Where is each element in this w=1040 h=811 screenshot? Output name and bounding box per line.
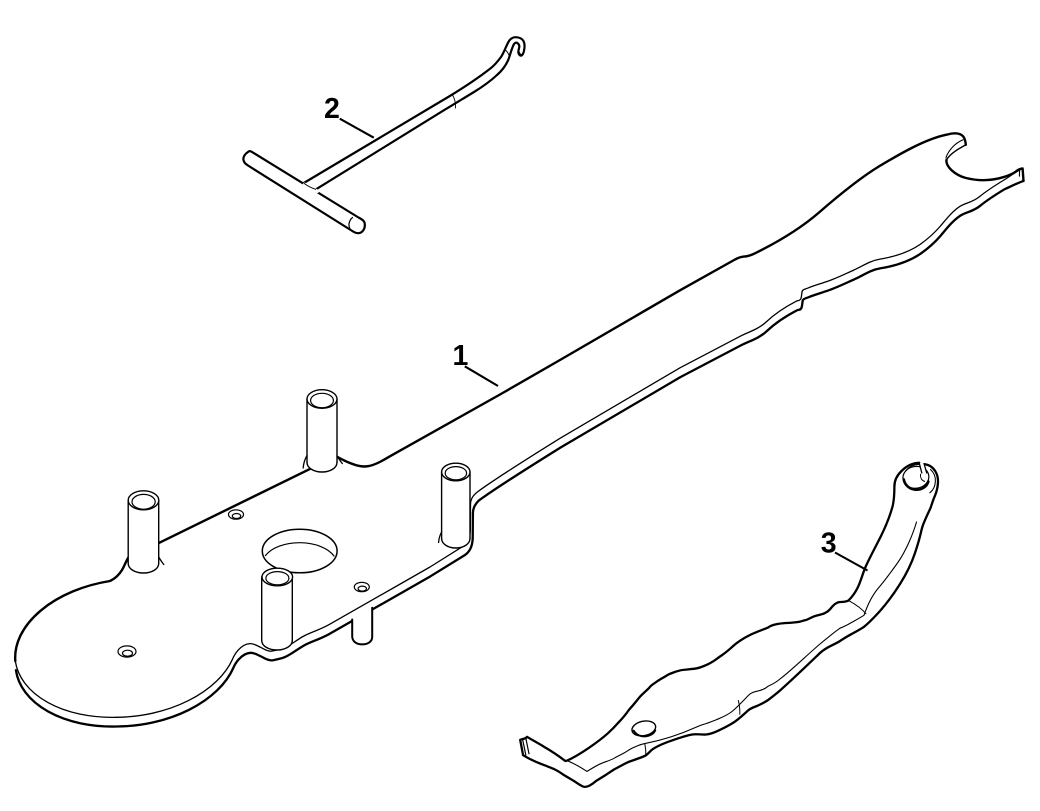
svg-text:2: 2 <box>324 93 340 125</box>
svg-text:3: 3 <box>821 528 837 560</box>
svg-text:1: 1 <box>453 340 469 372</box>
